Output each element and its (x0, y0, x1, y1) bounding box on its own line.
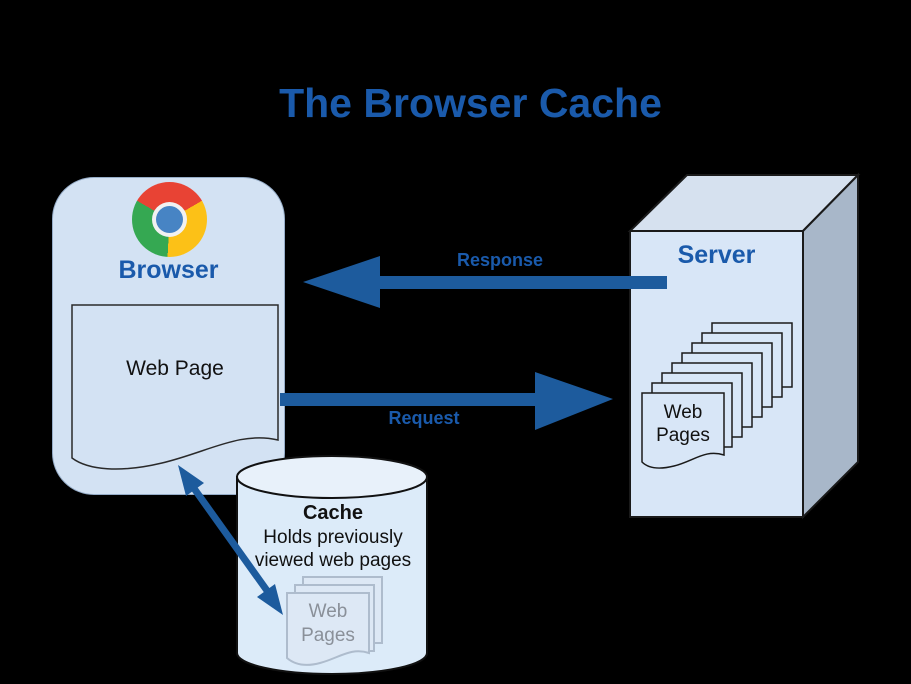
chrome-icon-blue-core (156, 206, 183, 233)
server-pages-stack (641, 322, 793, 469)
cache-label: Cache (302, 502, 364, 524)
request-arrow (280, 372, 613, 430)
response-arrow-label: Response (456, 250, 544, 270)
cache-front-document (286, 592, 370, 666)
response-arrow (303, 256, 667, 308)
browser-cache-arrow (178, 465, 283, 615)
cache-description: Holds previously viewed web pages (254, 527, 412, 571)
webpage-document (71, 304, 279, 470)
server-label: Server (677, 241, 756, 269)
chrome-icon (132, 182, 207, 257)
server-front-document (641, 392, 725, 469)
webpage-label: Web Page (126, 357, 224, 380)
request-arrow-label: Request (388, 408, 460, 428)
cache-pages-label: Web Pages (301, 601, 355, 646)
browser-label: Browser (118, 256, 219, 284)
cache-pages-stack (286, 576, 383, 666)
server-pages-label: Web Pages (656, 402, 710, 446)
page-title: The Browser Cache (279, 80, 662, 126)
